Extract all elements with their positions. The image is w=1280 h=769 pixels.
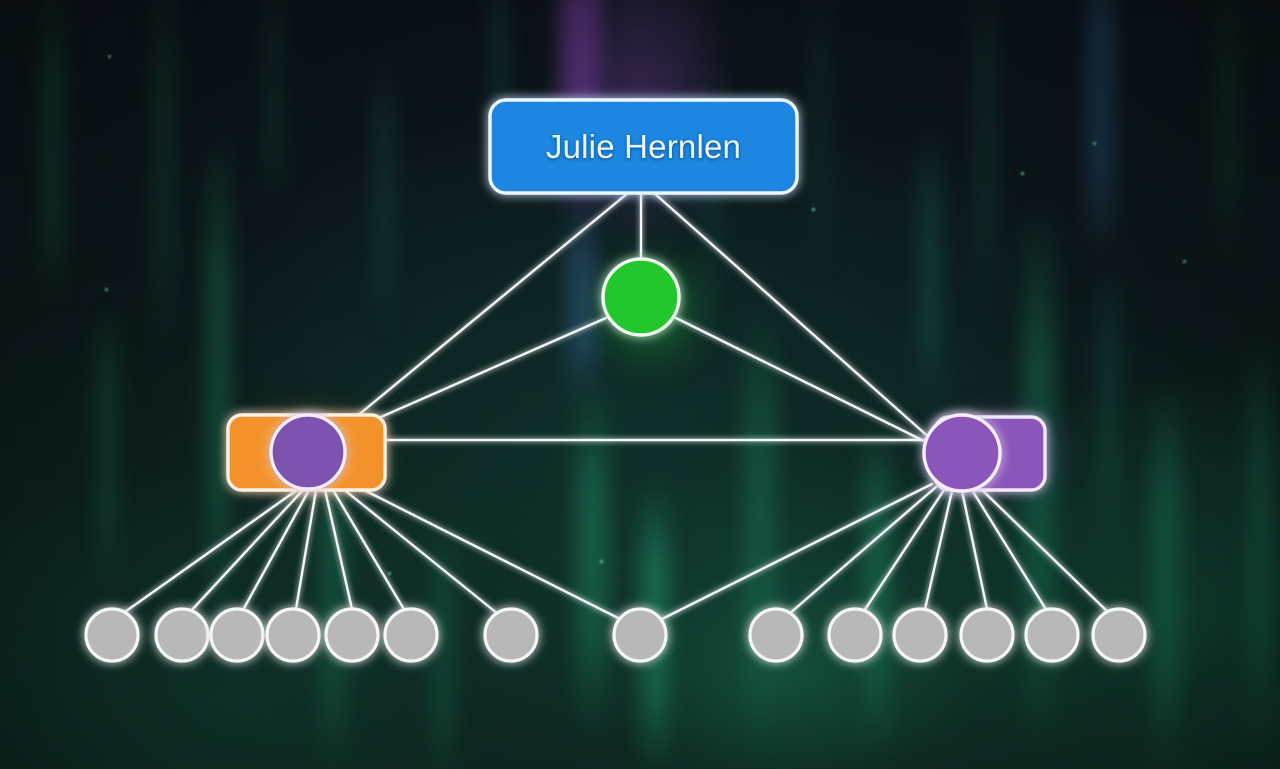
leaf-node[interactable] [154,607,210,663]
node-green-hub[interactable] [601,257,681,337]
edge-orange-group-to-leaf-4 [323,488,354,611]
edge-purple-group-to-leaf-8 [862,488,946,613]
edge-julie-to-orange-group [343,191,630,428]
leaf-node[interactable] [324,607,380,663]
leaf-node[interactable] [1024,607,1080,663]
edge-orange-group-to-leaf-3 [294,488,318,611]
node-purple-group-circle[interactable] [922,413,1002,493]
primary-nodes-layer [226,98,1047,493]
leaf-node[interactable] [265,607,321,663]
edge-purple-group-to-leaf-11 [970,488,1049,613]
edge-orange-group-to-leaf-1 [188,488,305,614]
edge-orange-group-to-leaf-0 [120,488,299,616]
node-julie-hernlen[interactable] [488,98,799,195]
edge-purple-group-to-leaf-10 [960,489,989,611]
edge-purple-group-to-leaf-9 [923,489,954,611]
leaf-node[interactable] [84,607,140,663]
leaf-node[interactable] [748,607,804,663]
leaf-node[interactable] [827,607,883,663]
leaf-node[interactable] [383,607,439,663]
edge-julie-to-purple-group [652,191,934,442]
edge-orange-group-to-leaf-center [350,482,626,623]
edge-green-hub-to-purple-group [674,316,932,446]
edge-green-hub-to-orange-group [345,316,608,434]
leaf-node[interactable] [209,607,265,663]
node-orange-group-circle[interactable] [269,413,347,491]
leaf-nodes-layer [84,607,1147,663]
leaf-node[interactable] [892,607,948,663]
edge-purple-group-to-leaf-7 [787,485,938,616]
leaf-node[interactable] [612,607,668,663]
leaf-node[interactable] [959,607,1015,663]
edge-orange-group-to-leaf-2 [241,488,311,612]
edge-orange-group-to-leaf-6 [340,486,500,616]
edge-orange-group-to-leaf-5 [331,488,407,613]
edge-purple-group-to-leaf-12 [978,486,1112,616]
edge-purple-group-to-leaf-center [656,482,934,623]
leaf-node[interactable] [1091,607,1147,663]
leaf-node[interactable] [483,607,539,663]
edges-layer [120,191,1112,623]
